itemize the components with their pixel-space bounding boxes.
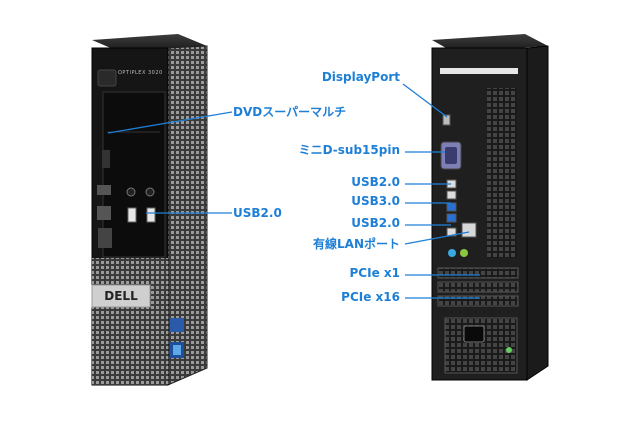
label-front-usb: USB2.0 (233, 206, 282, 220)
label-displayport: DisplayPort (321, 70, 400, 84)
label-vga: ミニD-sub15pin (298, 143, 400, 157)
label-pcie-x16: PCIe x16 (341, 290, 400, 304)
label-lan-port: 有線LANポート (313, 237, 400, 251)
leader-dvd (107, 111, 233, 134)
leader-lines (107, 83, 480, 299)
leader-lan (404, 231, 470, 245)
label-dvd-drive: DVDスーパーマルチ (233, 105, 347, 119)
label-pcie-x1: PCIe x1 (349, 266, 400, 280)
label-rear-usb3: USB3.0 (351, 194, 400, 208)
dell-logo: DELL (104, 289, 138, 303)
model-badge: OPTIPLEX 3020 (118, 70, 163, 76)
front-tower (91, 34, 208, 386)
label-rear-usb2-top: USB2.0 (351, 175, 400, 189)
leader-displayport (402, 83, 448, 118)
label-rear-usb2-bottom: USB2.0 (351, 216, 400, 230)
rear-tower (431, 34, 549, 381)
